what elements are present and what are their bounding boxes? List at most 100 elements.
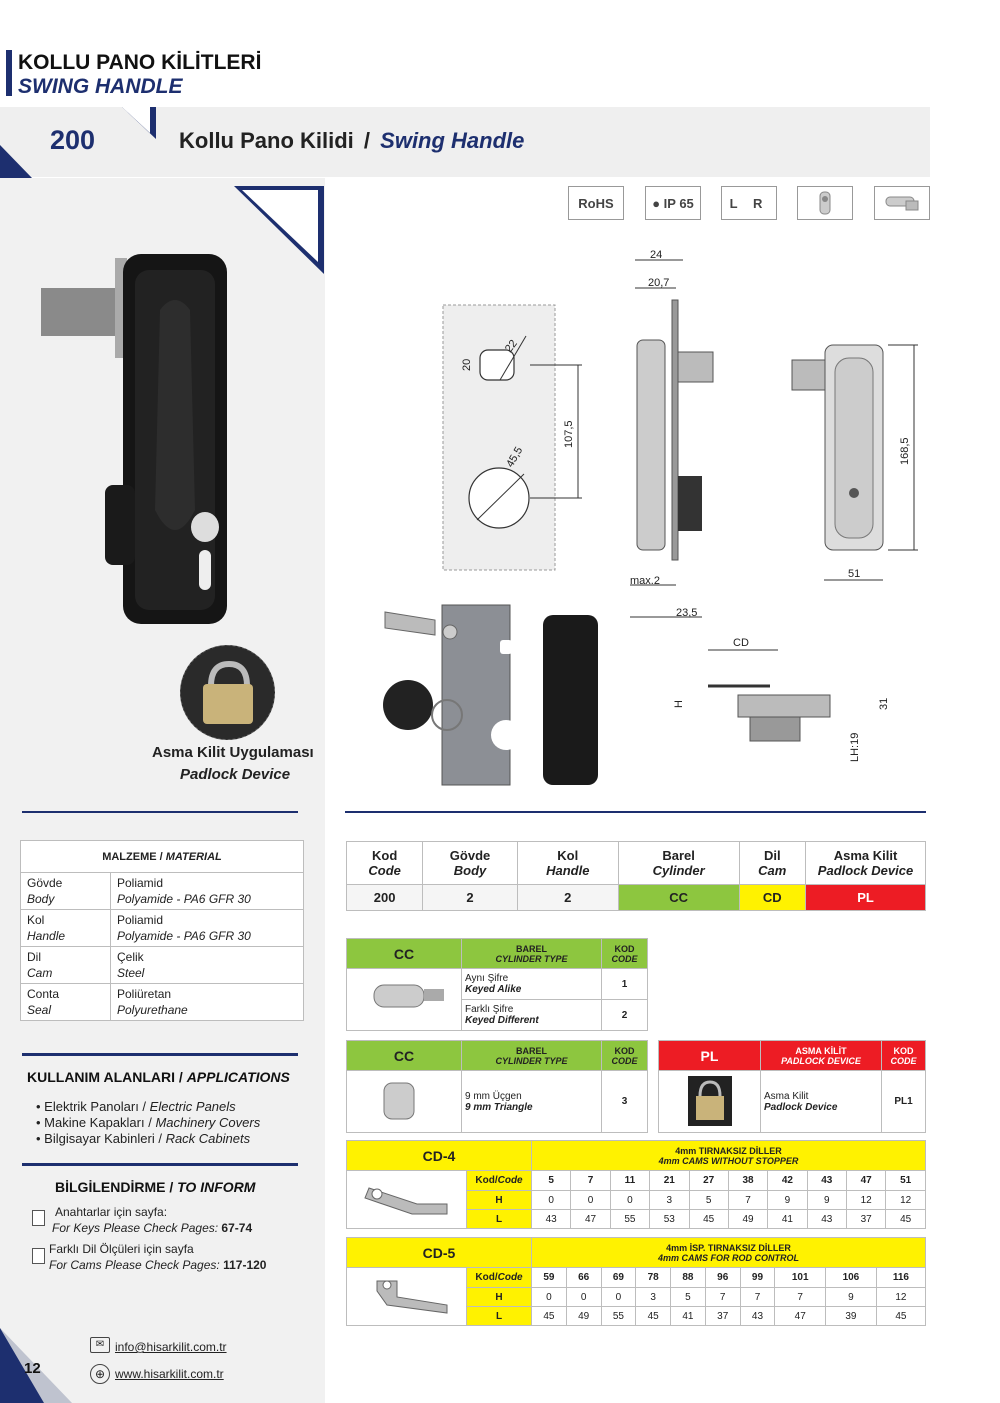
kod-en: CODE: [890, 1055, 917, 1066]
part-tr: Gövde: [27, 876, 63, 890]
cc-code: CC: [346, 1040, 462, 1071]
header-en: Code: [368, 863, 401, 878]
cam-code: 21: [649, 1170, 690, 1191]
pl-code: PL: [658, 1040, 761, 1071]
h-value: 7: [727, 1190, 769, 1210]
kod-en: CODE: [611, 1055, 638, 1066]
h-value: 0: [531, 1287, 567, 1307]
left-right-icon: L R: [721, 186, 777, 220]
dim-107-5: 107,5: [563, 420, 575, 448]
inform-pages: 117-120: [223, 1258, 267, 1272]
app-tr: • Bilgisayar Kabinleri /: [36, 1131, 162, 1146]
material-header-en: MATERIAL: [165, 850, 222, 863]
row-en: Keyed Alike: [465, 984, 522, 995]
header-tr: Kol: [557, 848, 579, 863]
h-value: 12: [885, 1190, 926, 1210]
exploded-knob: [383, 680, 433, 730]
row-code: 3: [601, 1070, 648, 1133]
product-name: Kollu Pano Kilidi / Swing Handle: [179, 128, 524, 154]
header-tr: Dil: [763, 848, 781, 863]
applications-divider-bottom: [22, 1163, 298, 1166]
applications-divider-top: [22, 1053, 298, 1056]
cam-code: 51: [885, 1170, 926, 1191]
cam-code: 11: [609, 1170, 651, 1191]
cam-cell: CD: [738, 884, 806, 911]
table-row: L 45 49 55 45 41 37 43 47 39 45: [347, 1306, 927, 1326]
row-en: Padlock Device: [764, 1101, 838, 1113]
part-en: Seal: [27, 1003, 52, 1017]
inform-item-keys: Anahtarlar için sayfa: For Keys Please C…: [52, 1204, 252, 1236]
corner-decoration-photo: [234, 186, 324, 274]
ip65-icon: ● IP 65: [645, 186, 701, 220]
h-value: 5: [688, 1190, 729, 1210]
cam-code: 5: [530, 1170, 572, 1191]
l-value: 49: [727, 1209, 769, 1229]
cam-image: [346, 1170, 467, 1229]
mat-en: Polyamide - PA6 GFR 30: [117, 929, 251, 943]
table-row: L 43 47 55 53 45 49 41 43 37 45: [347, 1209, 926, 1229]
web-link[interactable]: www.hisarkilit.com.tr: [115, 1367, 224, 1381]
mat-tr: Poliamid: [117, 876, 164, 890]
h-value: 5: [670, 1287, 706, 1307]
list-item: • Makine Kapakları / Machinery Covers: [36, 1115, 260, 1131]
cam-code: 69: [600, 1267, 637, 1288]
product-photo: [41, 254, 227, 624]
app-tr: • Elektrik Panoları /: [36, 1099, 147, 1114]
kod-label: Kod/: [475, 1175, 498, 1186]
dim-cd: CD: [733, 637, 749, 649]
l-value: 41: [767, 1209, 808, 1229]
email-link[interactable]: info@hisarkilit.com.tr: [115, 1340, 227, 1354]
dim-22: 22: [503, 338, 520, 355]
h-label: H: [466, 1190, 532, 1210]
row-en: Keyed Different: [465, 1015, 539, 1026]
row-code: PL1: [881, 1070, 926, 1133]
cylinder-image: [346, 968, 462, 1031]
mat-en: Polyamide - PA6 GFR 30: [117, 892, 251, 906]
type-en: PADLOCK DEVICE: [781, 1055, 861, 1066]
cylinder-icon: [797, 186, 853, 220]
l-value: 45: [875, 1306, 927, 1326]
mat-tr: Poliüretan: [117, 987, 172, 1001]
material-header: MALZEME / MATERIAL: [20, 840, 304, 873]
cylinder-image: [346, 1070, 462, 1133]
applications-title: KULLANIM ALANLARI / APPLICATIONS: [27, 1069, 290, 1085]
product-name-en: Swing Handle: [380, 128, 525, 153]
l-value: 39: [825, 1306, 877, 1326]
kod-tr: KOD: [893, 1045, 914, 1056]
h-value: 7: [739, 1287, 776, 1307]
corner-decoration-left: [0, 145, 32, 178]
l-value: 55: [609, 1209, 651, 1229]
padlock-cell: PL: [805, 884, 926, 911]
row-tr: Farklı Şifre: [465, 1004, 514, 1015]
mat-tr: Çelik: [117, 950, 144, 964]
app-en: Machinery Covers: [155, 1115, 261, 1130]
inform-pages: 67-74: [221, 1221, 253, 1235]
header-en: Cylinder: [652, 863, 705, 878]
cam-code: 96: [704, 1267, 741, 1288]
h-label: H: [466, 1287, 532, 1307]
applications-title-tr: KULLANIM ALANLARI /: [27, 1069, 183, 1085]
inform-tr: Farklı Dil Ölçüleri için sayfa: [49, 1242, 194, 1256]
type-tr: BAREL: [516, 943, 547, 954]
technical-drawing: 107,5 20 22 45,5 24 20,7 max.2 23,5 168,…: [383, 249, 918, 786]
header-tr: Gövde: [449, 848, 491, 863]
rohs-icon: RoHS: [568, 186, 624, 220]
l-value: 43: [530, 1209, 572, 1229]
dim-max2: max.2: [630, 575, 660, 587]
app-en: Rack Cabinets: [165, 1131, 251, 1146]
dim-31: 31: [878, 698, 890, 710]
l-value: 47: [570, 1209, 611, 1229]
mat-en: Steel: [117, 966, 145, 980]
type-tr: ASMA KİLİT: [795, 1045, 847, 1056]
header-en: Padlock Device: [817, 863, 914, 878]
app-tr: • Makine Kapakları /: [36, 1115, 152, 1130]
lr-label: L R: [729, 195, 769, 211]
cam-code: 78: [635, 1267, 672, 1288]
inform-tr: Anahtarlar için sayfa:: [55, 1205, 168, 1219]
kod-tr: KOD: [614, 1045, 635, 1056]
inform-en: For Cams Please Check Pages:: [49, 1258, 220, 1272]
